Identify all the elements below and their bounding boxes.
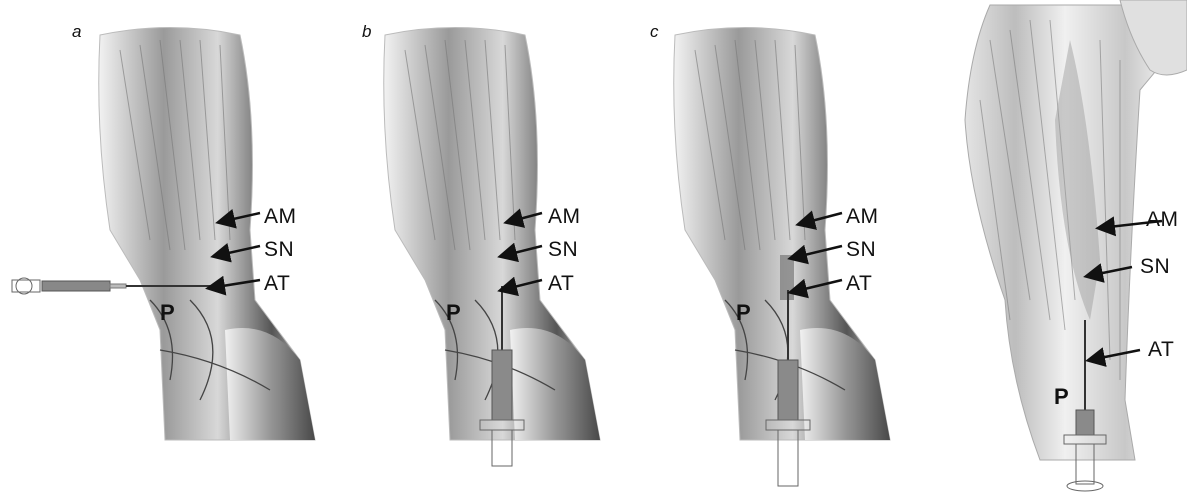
label-am: AM bbox=[1146, 208, 1179, 232]
label-am: AM bbox=[846, 205, 879, 229]
panel-b: b AM SN AT P bbox=[330, 0, 620, 496]
panel-d: AM SN AT P bbox=[950, 0, 1187, 496]
label-at: AT bbox=[846, 272, 872, 296]
label-sn: SN bbox=[846, 238, 876, 262]
label-sn: SN bbox=[1140, 255, 1170, 279]
label-at: AT bbox=[1148, 338, 1174, 362]
label-am: AM bbox=[548, 205, 581, 229]
label-at: AT bbox=[264, 272, 290, 296]
panel-a: a AM SN AT P bbox=[0, 0, 330, 496]
label-p: P bbox=[160, 300, 175, 326]
thigh-illustration bbox=[950, 0, 1187, 496]
label-p: P bbox=[1054, 384, 1069, 410]
panel-c: c AM SN AT P bbox=[620, 0, 950, 496]
label-p: P bbox=[736, 300, 751, 326]
leg-illustration bbox=[620, 0, 950, 496]
label-sn: SN bbox=[548, 238, 578, 262]
label-p: P bbox=[446, 300, 461, 326]
label-sn: SN bbox=[264, 238, 294, 262]
label-am: AM bbox=[264, 205, 297, 229]
label-at: AT bbox=[548, 272, 574, 296]
